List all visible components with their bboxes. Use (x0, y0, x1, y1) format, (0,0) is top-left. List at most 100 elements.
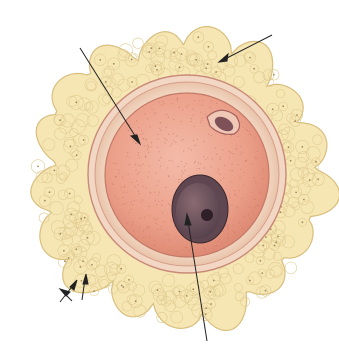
cytoplasm-granule (184, 170, 185, 171)
cytoplasm-granule (162, 101, 163, 102)
corona-cell-nucleus (54, 170, 56, 172)
cytoplasm-granule (231, 204, 232, 205)
cytoplasm-granule (201, 120, 202, 121)
cytoplasm-granule (234, 232, 235, 233)
cytoplasm-granule (148, 176, 149, 177)
cytoplasm-granule (181, 171, 182, 172)
corona-cell-nucleus (120, 268, 122, 270)
cytoplasm-granule (174, 226, 175, 227)
corona-cell-nucleus (302, 146, 304, 148)
cytoplasm-granule (236, 149, 237, 150)
cytoplasm-granule (212, 158, 213, 159)
cytoplasm-granule (131, 182, 132, 183)
cytoplasm-granule (235, 148, 236, 149)
cytoplasm-granule (210, 107, 211, 108)
cytoplasm-granule (192, 109, 193, 110)
cytoplasm-granule (184, 166, 185, 167)
cytoplasm-granule (132, 204, 133, 205)
cytoplasm-granule (163, 245, 164, 246)
corona-cell-nucleus (64, 260, 66, 262)
cytoplasm-granule (232, 170, 233, 171)
cytoplasm-granule (147, 145, 148, 146)
corona-cell-nucleus (128, 279, 130, 281)
cytoplasm-granule (166, 114, 167, 115)
cytoplasm-granule (141, 130, 142, 131)
corona-cell-nucleus (105, 81, 107, 83)
corona-cell-nucleus (277, 236, 279, 238)
cytoplasm-granule (181, 161, 182, 162)
cytoplasm-granule (194, 126, 195, 127)
corona-cell-nucleus (70, 214, 72, 216)
cytoplasm-granule (148, 147, 149, 148)
cytoplasm-granule (187, 105, 188, 106)
cytoplasm-granule (211, 135, 212, 136)
corona-cell-nucleus (99, 59, 101, 61)
cytoplasm-granule (155, 223, 156, 224)
corona-cell-nucleus (75, 101, 77, 103)
cytoplasm-granule (135, 170, 136, 171)
cytoplasm-granule (248, 214, 249, 215)
corona-cell-nucleus (156, 69, 158, 71)
cytoplasm-granule (230, 152, 231, 153)
cytoplasm-granule (207, 157, 208, 158)
cytoplasm-granule (255, 181, 256, 182)
cytoplasm-granule (168, 117, 169, 118)
cytoplasm-granule (112, 184, 113, 185)
nucleus (172, 175, 228, 243)
cytoplasm-granule (185, 247, 186, 248)
cytoplasm-granule (176, 135, 177, 136)
cytoplasm-granule (176, 252, 177, 253)
cytoplasm-granule (122, 177, 123, 178)
corona-cell-nucleus (213, 280, 215, 282)
cytoplasm-granule (254, 177, 255, 178)
corona-cell-nucleus (49, 191, 51, 193)
cytoplasm-granule (245, 129, 246, 130)
corona-cell-nucleus (207, 63, 209, 65)
cytoplasm-granule (205, 250, 206, 251)
corona-cell-nucleus (290, 160, 292, 162)
cytoplasm-granule (138, 127, 139, 128)
cytoplasm-granule (193, 115, 194, 116)
cytoplasm-granule (182, 181, 183, 182)
cytoplasm-granule (203, 156, 204, 157)
cytoplasm-granule (181, 121, 182, 122)
corona-cell-nucleus (173, 52, 175, 54)
corona-cell-nucleus (210, 303, 212, 305)
cytoplasm-granule (150, 193, 151, 194)
cytoplasm-granule (154, 244, 155, 245)
cytoplasm-granule (228, 224, 229, 225)
corona-cell-nucleus (249, 280, 251, 282)
cytoplasm-granule (160, 157, 161, 158)
cytoplasm-granule (138, 191, 139, 192)
cytoplasm-granule (155, 173, 156, 174)
cytoplasm-granule (217, 171, 218, 172)
cytoplasm-granule (224, 165, 225, 166)
cytoplasm-granule (115, 196, 116, 197)
corona-cell-nucleus (205, 307, 207, 309)
corona-cell-nucleus (179, 291, 181, 293)
cytoplasm-granule (254, 137, 255, 138)
cytoplasm-granule (164, 221, 165, 222)
cytoplasm-granule (154, 192, 155, 193)
corona-cell-nucleus (84, 217, 86, 219)
cytoplasm-granule (168, 176, 169, 177)
cytoplasm-granule (229, 151, 230, 152)
corona-cell-nucleus (261, 272, 263, 274)
corona-cell-nucleus (82, 260, 84, 262)
cytoplasm-granule (118, 173, 119, 174)
cytoplasm-granule (144, 217, 145, 218)
cytoplasm-granule (162, 200, 163, 201)
cytoplasm-granule (157, 229, 158, 230)
cytoplasm-granule (115, 176, 116, 177)
cytoplasm-granule (127, 223, 128, 224)
cytoplasm-granule (240, 169, 241, 170)
cytoplasm-granule (181, 175, 182, 176)
corona-cell (285, 262, 297, 274)
cytoplasm-granule (168, 234, 169, 235)
cytoplasm-granule (142, 186, 143, 187)
cytoplasm-granule (166, 139, 167, 140)
cytoplasm-granule (158, 151, 159, 152)
cytoplasm-granule (188, 250, 189, 251)
cytoplasm-granule (256, 158, 257, 159)
